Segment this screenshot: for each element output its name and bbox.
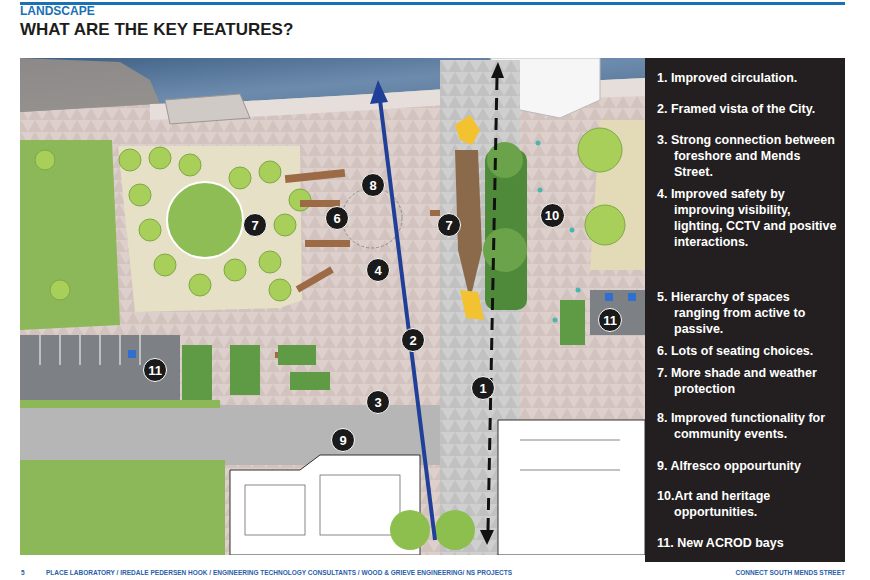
- feature-item: 11. New ACROD bays: [657, 535, 837, 551]
- callout-number: 4: [366, 258, 390, 282]
- page-number: 5: [21, 569, 25, 576]
- feature-item: 5. Hierarchy of spaces ranging from acti…: [657, 289, 837, 337]
- callout-number: 11: [143, 358, 167, 382]
- section-heading: LANDSCAPE: [20, 5, 95, 18]
- callout-label: 7: [445, 219, 452, 232]
- project-footer: CONNECT SOUTH MENDS STREET: [736, 569, 845, 576]
- page-title: WHAT ARE THE KEY FEATURES?: [20, 20, 293, 40]
- callout-number: 10: [540, 203, 565, 228]
- callout-label: 3: [374, 396, 381, 409]
- callout-label: 1: [479, 382, 486, 395]
- callout-label: 6: [333, 212, 340, 225]
- circulation-line: [488, 78, 497, 530]
- feature-item: 8. Improved functionality for community …: [657, 410, 837, 442]
- feature-item: 7. More shade and weather protection: [657, 365, 837, 397]
- callout-number: 11: [598, 308, 622, 332]
- callout-number: 8: [361, 173, 385, 197]
- callout-number: 7: [437, 213, 461, 237]
- callout-label: 10: [545, 209, 559, 222]
- callout-number: 6: [325, 206, 349, 230]
- callout-number: 7: [243, 213, 267, 237]
- feature-item: 3. Strong connection between foreshore a…: [657, 132, 837, 180]
- vista-arrow: [380, 100, 435, 540]
- callout-number: 9: [331, 428, 355, 452]
- callout-label: 7: [251, 219, 258, 232]
- header-rule: [20, 2, 845, 5]
- feature-item: 10.Art and heritage opportunities.: [657, 488, 837, 520]
- credits-footer: PLACE LABORATORY / IREDALE PEDERSEN HOOK…: [46, 569, 512, 576]
- callout-label: 8: [369, 179, 376, 192]
- callout-label: 2: [409, 334, 416, 347]
- callout-number: 1: [471, 376, 495, 400]
- feature-item: 9. Alfresco oppourtunity: [657, 458, 837, 474]
- callout-label: 11: [603, 314, 617, 327]
- callout-label: 11: [148, 364, 162, 377]
- feature-item: 1. Improved circulation.: [657, 70, 837, 86]
- callout-number: 2: [401, 328, 425, 352]
- plan-illustration: [20, 58, 645, 555]
- callout-label: 4: [374, 264, 381, 277]
- feature-list-panel: 1. Improved circulation. 2. Framed vista …: [645, 58, 845, 562]
- feature-item: 4. Improved safety by improving visibili…: [657, 186, 837, 250]
- feature-item: 2. Framed vista of the City.: [657, 101, 837, 117]
- feature-item: 6. Lots of seating choices.: [657, 343, 837, 359]
- callout-label: 9: [339, 434, 346, 447]
- callout-number: 3: [366, 390, 390, 414]
